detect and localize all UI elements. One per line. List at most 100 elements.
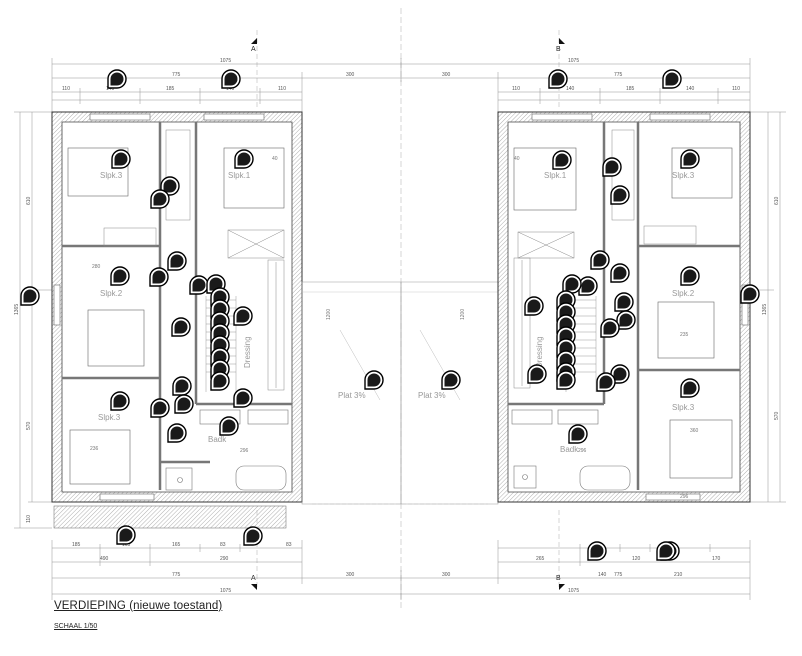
dim-misc-235: 235 xyxy=(680,332,689,338)
section-label-a-top: A xyxy=(251,46,256,53)
dim-lb-p0: 185 xyxy=(72,542,81,548)
annotation-pin-icon[interactable] xyxy=(610,185,630,205)
annotation-pin-icon[interactable] xyxy=(210,371,230,391)
bed-slpk2-left xyxy=(223,147,285,209)
annotation-pin-icon[interactable] xyxy=(160,176,180,196)
dim-right-side-570: 570 xyxy=(774,411,780,420)
room-label-left-slpk2: Slpk.2 xyxy=(100,289,123,298)
annotation-pin-icon[interactable] xyxy=(552,150,572,170)
room-label-left-slpk3-bottom: Slpk.3 xyxy=(98,413,121,422)
annotation-pin-icon[interactable] xyxy=(219,416,239,436)
annotation-pin-icon[interactable] xyxy=(527,364,547,384)
annotation-pin-icon[interactable] xyxy=(167,251,187,271)
annotation-pin-icon[interactable] xyxy=(243,526,263,546)
annotation-pin-icon[interactable] xyxy=(616,310,636,330)
annotation-pin-icon[interactable] xyxy=(116,525,136,545)
dim-left-p4: 110 xyxy=(278,86,286,92)
annotation-pin-icon[interactable] xyxy=(548,69,568,89)
annotation-pin-icon[interactable] xyxy=(20,286,40,306)
flat-roof: Plat 3% Plat 3% 1200 1200 xyxy=(301,281,499,505)
annotation-pin-icon[interactable] xyxy=(107,69,127,89)
annotation-pin-icon[interactable] xyxy=(610,263,630,283)
room-label-left-plat: Plat 3% xyxy=(338,391,366,400)
dim-lb-sub1: 290 xyxy=(220,556,229,562)
annotation-pin-icon[interactable] xyxy=(110,266,130,286)
annotation-pin-icon[interactable] xyxy=(656,541,676,561)
dim-misc-280: 280 xyxy=(92,264,101,270)
annotation-pin-icon[interactable] xyxy=(587,541,607,561)
dim-right-top-b: 775 xyxy=(614,72,623,78)
dim-rb-total: 1075 xyxy=(568,588,579,594)
dim-misc-40-right: 40 xyxy=(514,156,520,162)
annotation-pin-icon[interactable] xyxy=(110,391,130,411)
dim-rb-p4: 170 xyxy=(712,556,721,562)
dim-lb-total: 775 xyxy=(172,572,181,578)
annotation-pin-icon[interactable] xyxy=(562,274,582,294)
dim-left-top-a: 775 xyxy=(172,72,181,78)
annotation-pin-icon[interactable] xyxy=(221,69,241,89)
dim-left-side-110: 110 xyxy=(26,515,32,523)
annotation-pin-icon[interactable] xyxy=(234,149,254,169)
annotation-pin-icon[interactable] xyxy=(524,296,544,316)
annotation-pin-icon[interactable] xyxy=(364,370,384,390)
section-label-b-top: B xyxy=(556,46,561,53)
dim-rb-sub0: 775 xyxy=(614,572,623,578)
annotation-pin-icon[interactable] xyxy=(174,394,194,414)
annotation-pin-icon[interactable] xyxy=(740,284,760,304)
annotation-pin-icon[interactable] xyxy=(590,250,610,270)
bed-slpk4-left xyxy=(69,429,131,485)
annotation-pin-icon[interactable] xyxy=(680,149,700,169)
annotation-pin-icon[interactable] xyxy=(556,370,576,390)
top-dimension-lines xyxy=(51,58,751,112)
annotation-pin-icon[interactable] xyxy=(150,189,170,209)
annotation-pin-icon[interactable] xyxy=(172,376,192,396)
dim-misc-40-left: 40 xyxy=(272,156,278,162)
room-label-right-slpk3-bottom: Slpk.3 xyxy=(672,403,695,412)
annotation-pin-icon[interactable] xyxy=(171,317,191,337)
annotation-pin-icon[interactable] xyxy=(680,266,700,286)
bottom-dimension-lines xyxy=(51,540,751,600)
dim-rb-p1: 140 xyxy=(598,572,607,578)
annotation-pin-icon[interactable] xyxy=(150,398,170,418)
room-label-right-dressing: Dressing xyxy=(535,336,544,368)
dim-left-side-1365: 1365 xyxy=(14,304,20,315)
annotation-pin-icon[interactable] xyxy=(602,157,622,177)
side-dimension-lines xyxy=(14,111,786,529)
annotation-pin-icon[interactable] xyxy=(662,69,682,89)
annotation-pin-icon[interactable] xyxy=(149,267,169,287)
drawing-scale: SCHAAL 1/50 xyxy=(54,623,98,630)
annotation-pin-icon[interactable] xyxy=(233,388,253,408)
annotation-pin-icon[interactable] xyxy=(596,372,616,392)
dim-left-p3: 140 xyxy=(226,86,235,92)
annotation-pin-icon[interactable] xyxy=(600,318,620,338)
dim-misc-236: 236 xyxy=(90,446,99,452)
dim-right-top-a: 300 xyxy=(442,72,451,78)
section-marker-a-bottom: A xyxy=(251,510,258,590)
dim-right-side-610: 610 xyxy=(774,196,780,205)
annotation-pin-icon[interactable] xyxy=(568,424,588,444)
section-label-b-bottom: B xyxy=(556,575,561,582)
dim-rb-p3: 210 xyxy=(674,572,683,578)
room-label-left-dressing: Dressing xyxy=(243,336,252,368)
dim-misc-296-left: 296 xyxy=(240,448,249,454)
dim-plat-right-1200: 1200 xyxy=(460,309,466,320)
dim-rb-p0: 265 xyxy=(536,556,545,562)
dim-right-p3: 140 xyxy=(686,86,695,92)
annotation-markers xyxy=(20,69,760,561)
dim-right-side-1365: 1365 xyxy=(762,304,768,315)
annotation-pin-icon[interactable] xyxy=(189,275,209,295)
annotation-pin-icon[interactable] xyxy=(680,378,700,398)
annotation-pin-icon[interactable] xyxy=(233,306,253,326)
annotation-pin-icon[interactable] xyxy=(614,292,634,312)
annotation-pin-icon[interactable] xyxy=(610,364,630,384)
annotation-pin-icon[interactable] xyxy=(167,423,187,443)
bathtub-left xyxy=(235,465,287,491)
left-unit: Slpk.3 Slpk.1 Slpk.2 Slpk.3 Dressing Bad… xyxy=(51,111,303,529)
dim-left-side-610: 610 xyxy=(26,196,32,205)
annotation-pin-icon[interactable] xyxy=(578,276,598,296)
annotation-pin-icon[interactable] xyxy=(441,370,461,390)
dim-lb-p1: 165 xyxy=(122,542,131,548)
annotation-pin-icon[interactable] xyxy=(111,149,131,169)
room-label-right-plat: Plat 3% xyxy=(418,391,446,400)
